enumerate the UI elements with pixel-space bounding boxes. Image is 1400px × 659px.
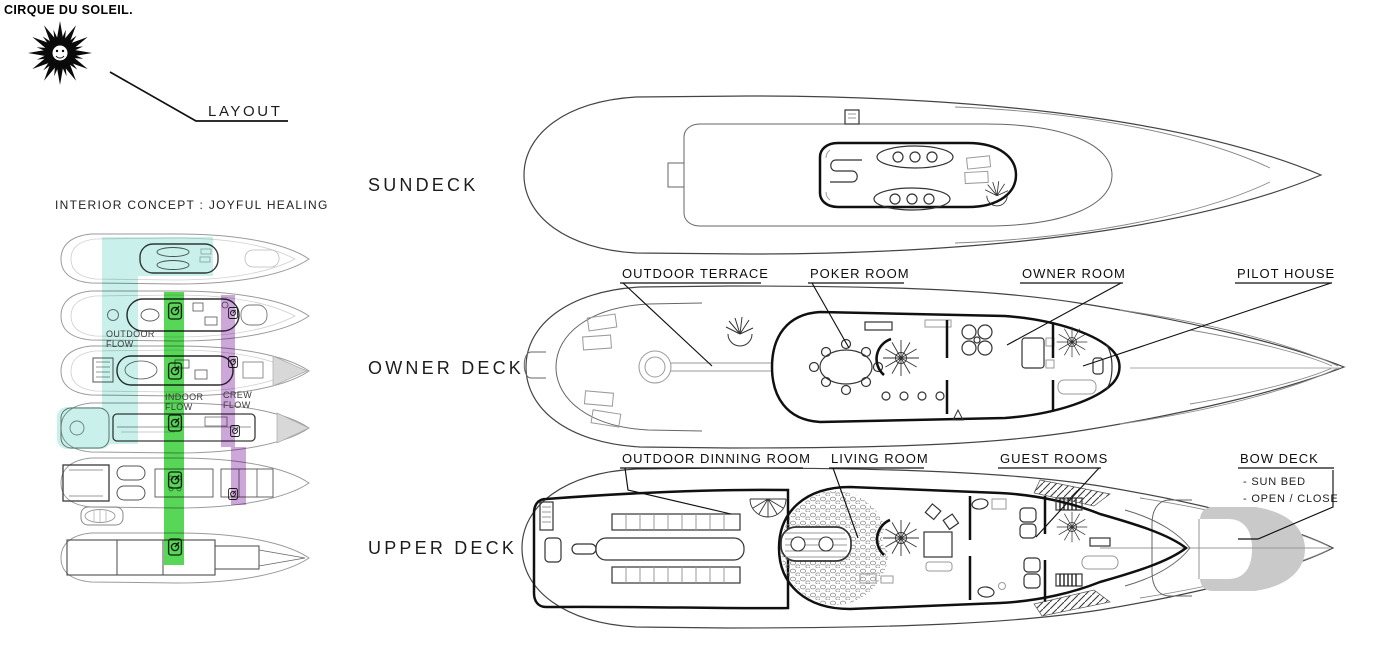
forward-stairs-spiral [1056, 326, 1088, 358]
windshield [1105, 344, 1113, 390]
sundeck-hull [523, 95, 1323, 255]
upper-cabin-outline [777, 485, 1189, 611]
outdoor-dining-furniture [539, 498, 787, 584]
sundeck-step-tab [667, 162, 685, 188]
flow-bands [57, 237, 246, 565]
owner-cabin-furniture [808, 319, 1113, 421]
upper-deck-plan: UPPER DECK [368, 451, 1339, 629]
room-label-guest-rooms: GUEST ROOMS [1000, 451, 1108, 466]
concept-title: INTERIOR CONCEPT : JOYFUL HEALING [55, 198, 329, 212]
crew-flow-band [221, 295, 235, 447]
room-label-bow-deck: BOW DECK [1240, 451, 1319, 466]
brand-wordmark: CIRQUE DU SOLEIL. [4, 3, 133, 17]
poker-table [819, 349, 873, 385]
sundeck-inner-deck [683, 123, 1113, 227]
guest-stairs-spiral [1056, 511, 1088, 543]
deck-title-upper: UPPER DECK [368, 538, 517, 558]
sundeck-plan: SUNDECK [368, 95, 1323, 255]
owner-room-table [961, 324, 993, 356]
living-stairs-spiral [875, 518, 920, 557]
room-label-living-room: LIVING ROOM [831, 451, 929, 466]
room-label-outdoor-terrace: OUTDOOR TERRACE [622, 266, 769, 281]
room-label-poker-room: POKER ROOM [810, 266, 910, 281]
crew-flow-band-lower [231, 447, 246, 505]
layout-callout-line [109, 71, 288, 122]
upper-deck-labels: OUTDOOR DINNING ROOM LIVING ROOM GUEST R… [620, 451, 1339, 540]
outdoor-flow-aft-area [57, 407, 111, 449]
living-table [780, 526, 852, 562]
upper-aft-deck [532, 488, 790, 610]
owner-aft-deck [555, 302, 703, 432]
helm-seat [1092, 357, 1104, 375]
bow-seating-u [1151, 499, 1192, 597]
mini-deck-upper [60, 345, 310, 397]
sundeck-cabin [818, 141, 1018, 209]
room-label-pilot-house: PILOT HOUSE [1237, 266, 1335, 281]
header: CIRQUE DU SOLEIL. LAYOUT [4, 3, 288, 122]
room-label-owner-room: OWNER ROOM [1022, 266, 1126, 281]
flow-labels: OUTDOOR FLOW INDOOR FLOW CREW FLOW [106, 329, 252, 412]
guest-rooms-furniture [968, 479, 1191, 617]
owner-deck-plan: OWNER DECK [368, 266, 1346, 449]
bow-sunbed-area [1198, 507, 1305, 591]
guest-bed [1019, 507, 1037, 523]
outdoor-flow-label: OUTDOOR [106, 329, 155, 339]
svg-text:FLOW: FLOW [106, 339, 134, 349]
dining-table [595, 537, 745, 561]
bow-deck-note-open-close: - OPEN / CLOSE [1243, 493, 1339, 505]
mini-deck-lower [60, 457, 310, 509]
bow-deck-note-sun-bed: - SUN BED [1243, 476, 1306, 488]
owner-bed [1021, 337, 1045, 369]
side-deck-hatch [1033, 479, 1111, 507]
interior-concept-panel: INTERIOR CONCEPT : JOYFUL HEALING [55, 198, 329, 584]
indoor-flow-label: INDOOR [165, 392, 204, 402]
living-room-furniture [780, 503, 960, 584]
mini-tender-boat [80, 506, 124, 526]
sundeck-furniture [818, 109, 1018, 211]
indoor-flow-band [164, 292, 184, 565]
crew-flow-label: CREW [223, 390, 252, 400]
svg-text:FLOW: FLOW [165, 402, 193, 412]
svg-text:FLOW: FLOW [223, 400, 251, 410]
outdoor-flow-band [102, 237, 213, 444]
stern-tab [523, 351, 546, 379]
owner-main-cabin [770, 310, 1121, 424]
deck-title-owner: OWNER DECK [368, 358, 524, 378]
owner-deck-labels: OUTDOOR TERRACE POKER ROOM OWNER ROOM PI… [620, 266, 1335, 367]
layout-label: LAYOUT [208, 103, 283, 120]
aft-stairs-fan [749, 498, 787, 518]
deck-title-sundeck: SUNDECK [368, 175, 478, 195]
palm-icon [725, 316, 754, 347]
owner-deck-hull [525, 285, 1346, 449]
owner-terrace-furniture [582, 313, 772, 428]
room-label-outdoor-dinning-room: OUTDOOR DINNING ROOM [622, 451, 811, 466]
sunburst-icon [28, 21, 92, 85]
upper-deck-hull [521, 467, 1335, 629]
mini-deck-owner [60, 290, 310, 342]
mini-deck-tank [60, 532, 310, 584]
stairs-spiral [875, 337, 920, 377]
